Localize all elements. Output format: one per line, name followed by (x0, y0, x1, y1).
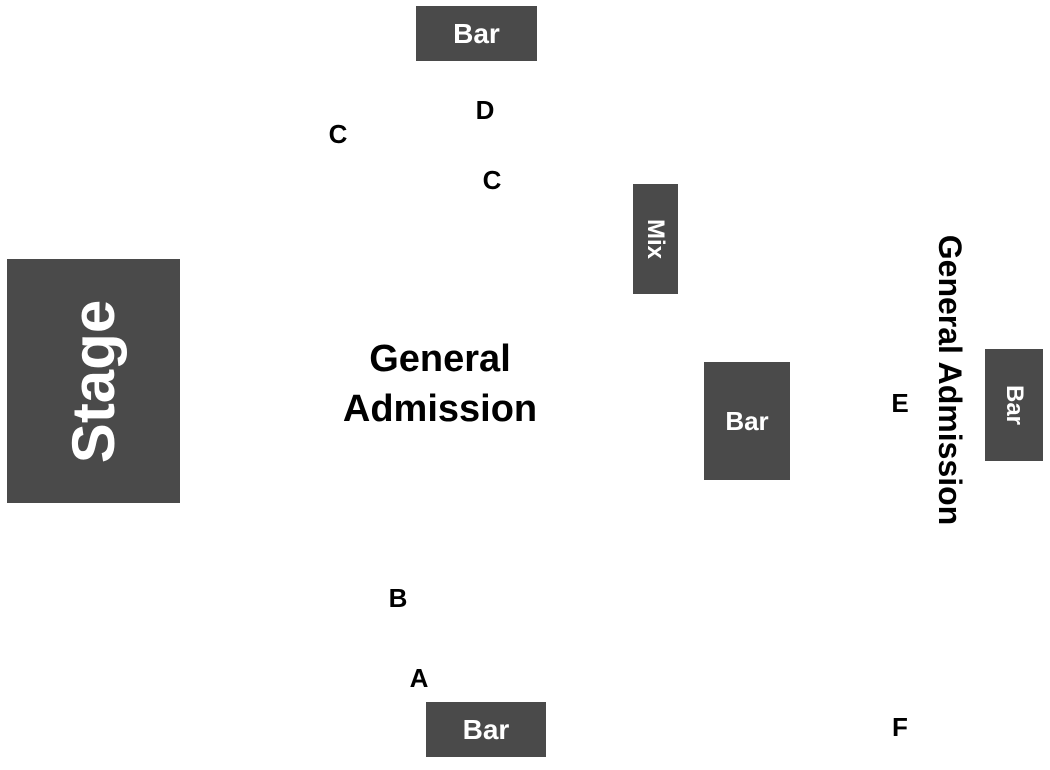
stage-label: Stage (59, 299, 127, 463)
bar-bottom[interactable]: Bar (426, 702, 546, 757)
general-admission-main[interactable]: General Admission (290, 334, 590, 434)
bar-top-label: Bar (453, 17, 500, 49)
section-a[interactable]: A (409, 663, 429, 693)
section-e[interactable]: E (891, 388, 909, 418)
section-d[interactable]: D (475, 95, 495, 125)
mix-position[interactable]: Mix (633, 184, 678, 294)
bar-center-label: Bar (725, 405, 769, 436)
general-admission-side[interactable]: General Admission (932, 234, 968, 526)
mix-label: Mix (642, 218, 670, 260)
bar-center[interactable]: Bar (704, 362, 790, 480)
section-b[interactable]: B (388, 583, 408, 613)
stage-area[interactable]: Stage (7, 259, 180, 503)
general-admission-line2: Admission (342, 388, 538, 430)
bar-right-label: Bar (1001, 384, 1028, 426)
section-c-left[interactable]: C (328, 119, 348, 149)
bar-right[interactable]: Bar (985, 349, 1043, 461)
section-f[interactable]: F (892, 712, 908, 742)
section-c-right[interactable]: C (482, 165, 502, 195)
bar-bottom-label: Bar (462, 713, 510, 745)
bar-top[interactable]: Bar (416, 6, 537, 61)
general-admission-line1: General (369, 338, 511, 380)
